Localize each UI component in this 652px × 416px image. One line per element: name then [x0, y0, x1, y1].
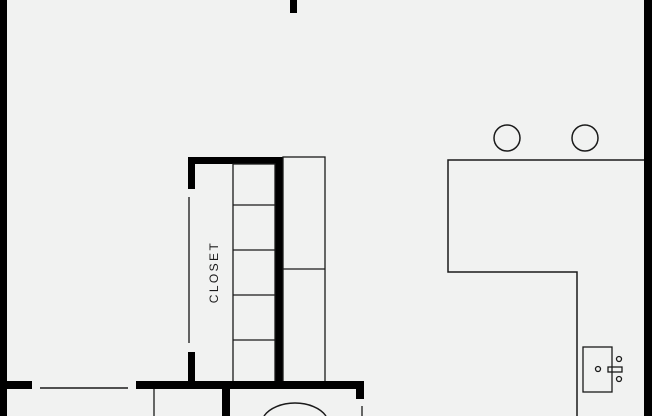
- closet-divider-wall: [275, 157, 283, 384]
- closet-shelves-right: [282, 156, 326, 383]
- bottom-walls: [0, 381, 364, 416]
- kitchen-counter: [447, 159, 644, 416]
- closet-shelves-left: [232, 163, 276, 383]
- washer-dryer-icon: [263, 402, 327, 416]
- sink-icon: [582, 346, 623, 393]
- closet-left-wall-lower: [188, 352, 195, 384]
- left-exterior-wall: [0, 0, 7, 416]
- cooktop-burner-1-icon: [493, 124, 521, 152]
- top-wall-stub: [290, 0, 297, 13]
- closet-top-wall: [188, 157, 283, 164]
- closet-label: CLOSET: [207, 240, 221, 304]
- cooktop-burner-2-icon: [571, 124, 599, 152]
- closet-left-wall-upper: [188, 157, 195, 189]
- right-exterior-wall: [644, 0, 652, 416]
